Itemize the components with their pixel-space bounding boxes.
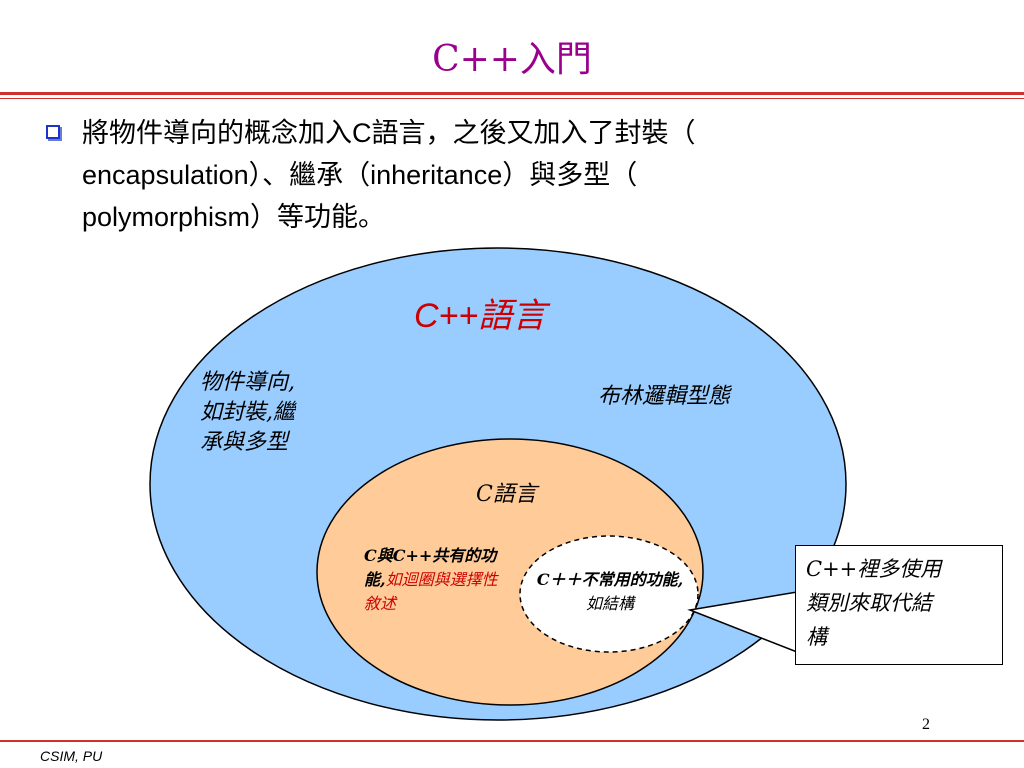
oop-line-1: 物件導向, — [200, 370, 295, 395]
bullet-square-icon — [46, 125, 60, 139]
oop-line-2: 如封裝,繼 — [200, 400, 295, 425]
shared-features-bold: C與C++共有的功能, — [364, 546, 497, 589]
callout-line-2: 類別來取代結 — [806, 591, 932, 615]
rare-features-bold: C＋＋不常用的功能, — [536, 570, 684, 589]
bullet-line-2: encapsulation）、繼承（inheritance）與多型（ — [82, 160, 638, 190]
page-number: 2 — [922, 716, 930, 733]
callout-line-1: C++裡多使用 — [806, 557, 942, 581]
oop-line-3: 承與多型 — [200, 430, 289, 455]
oop-features-label: 物件導向, 如封裝,繼 承與多型 — [200, 368, 295, 458]
rare-features-rest: 如結構 — [585, 594, 634, 613]
rare-features-ellipse — [519, 535, 699, 653]
callout-box: C++裡多使用 類別來取代結 構 — [795, 545, 1003, 665]
boolean-type-label: 布林邏輯型態 — [598, 384, 731, 409]
slide-title: C++入門 — [432, 39, 592, 80]
cpp-language-label: C++語言 — [414, 297, 547, 335]
c-language-label: C語言 — [476, 482, 537, 507]
callout-line-3: 構 — [806, 625, 827, 649]
title-divider-thin — [0, 98, 1024, 99]
bullet-line-3: polymorphism）等功能。 — [82, 202, 386, 232]
rare-features-label: C＋＋不常用的功能, 如結構 — [530, 568, 690, 616]
footer-text: CSIM, PU — [40, 748, 103, 764]
shared-features-rest: 如迴圈與選擇性敘述 — [364, 570, 498, 613]
bullet-line-1: 將物件導向的概念加入C語言，之後又加入了封裝（ — [82, 118, 696, 148]
bullet-text: 將物件導向的概念加入C語言，之後又加入了封裝（ encapsulation）、繼… — [82, 112, 882, 238]
shared-features-label: C與C++共有的功能,如迴圈與選擇性敘述 — [364, 544, 504, 616]
title-divider — [0, 92, 1024, 95]
footer-divider — [0, 740, 1024, 742]
